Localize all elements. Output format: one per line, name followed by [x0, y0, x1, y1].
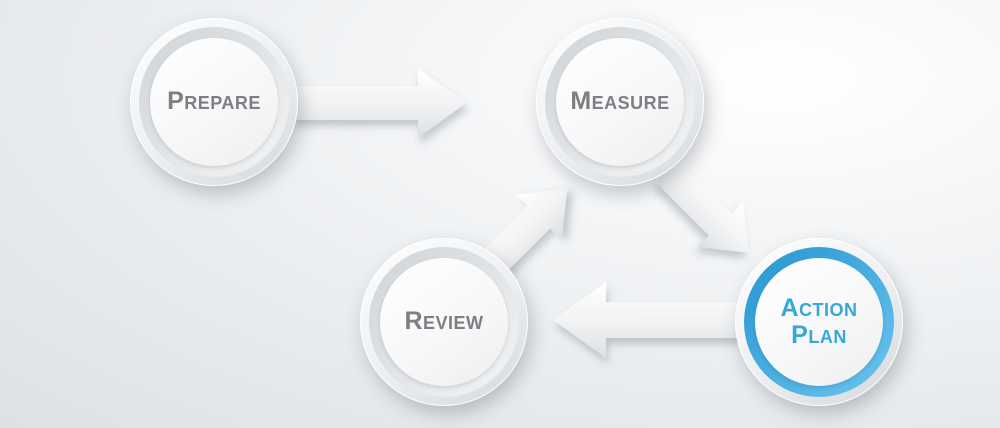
arrow-action-plan-to-review	[553, 282, 742, 358]
node-label-review: Review	[404, 307, 484, 336]
node-face: Review	[380, 258, 508, 386]
node-face: Prepare	[150, 38, 278, 166]
arrow-measure-to-action-plan	[656, 160, 749, 253]
node-label-prepare: Prepare	[167, 87, 261, 116]
node-prepare: Prepare	[130, 18, 298, 186]
node-measure: Measure	[536, 18, 704, 186]
node-label-measure: Measure	[570, 87, 670, 116]
node-face: Measure	[556, 38, 684, 166]
arrow-review-to-measure	[476, 188, 568, 280]
node-review: Review	[360, 238, 528, 406]
node-action-plan: Action Plan	[735, 238, 903, 406]
node-label-plan: Plan	[791, 321, 847, 349]
node-face: Action Plan	[755, 258, 883, 386]
node-label-action: Action	[780, 293, 858, 322]
arrow-prepare-to-measure	[292, 68, 466, 138]
